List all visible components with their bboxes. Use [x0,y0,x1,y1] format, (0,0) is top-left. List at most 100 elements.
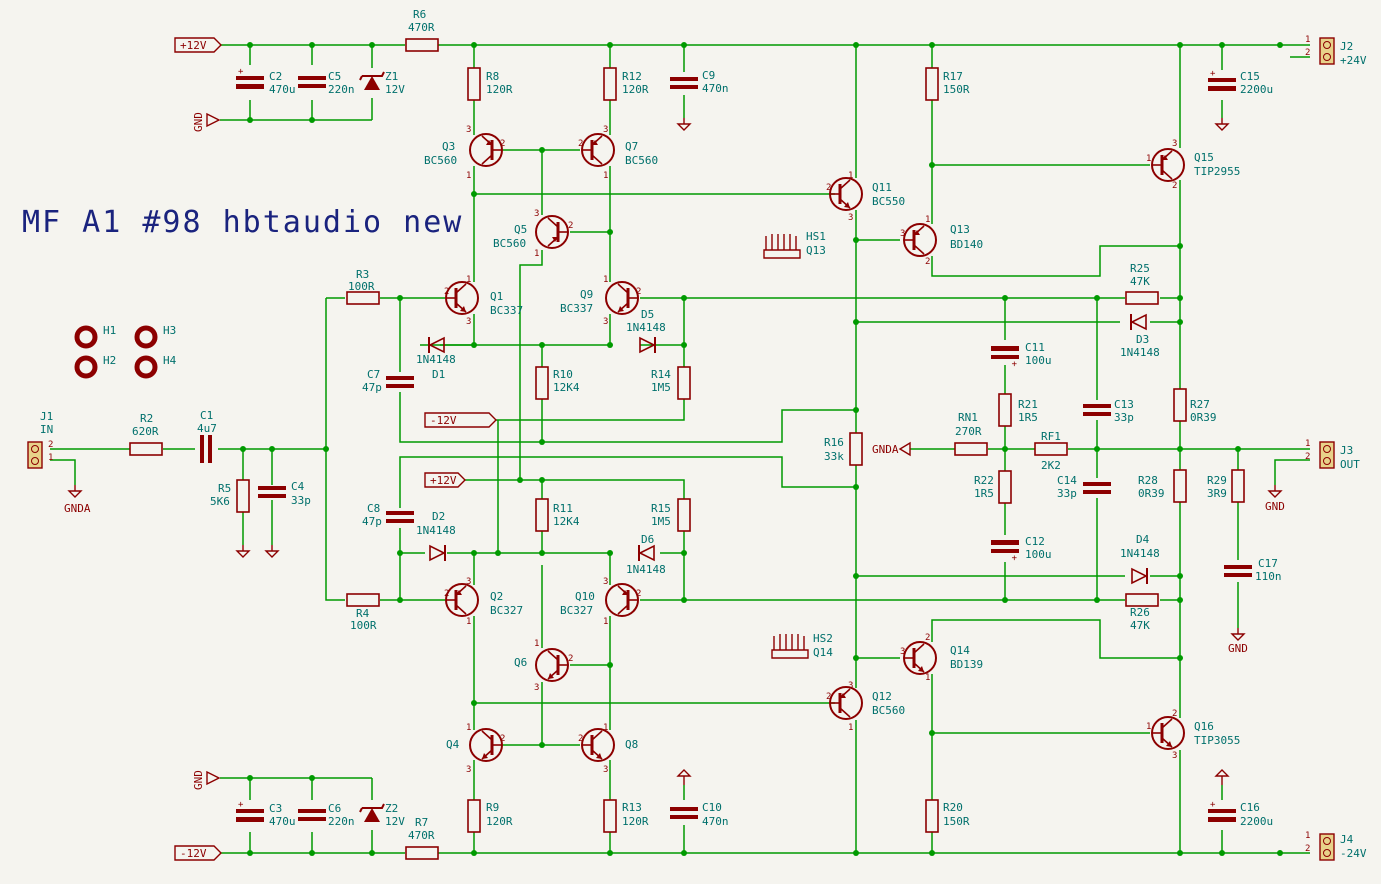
svg-text:100R: 100R [350,619,377,632]
svg-text:C1: C1 [200,409,213,422]
svg-text:120R: 120R [622,815,649,828]
svg-text:1N4148: 1N4148 [1120,346,1160,359]
svg-text:R3: R3 [356,268,369,281]
junction-dot [471,191,477,197]
svg-text:2: 2 [500,734,505,744]
junctions [240,42,1283,856]
junction-dot [853,237,859,243]
junction-dot [1002,295,1008,301]
svg-text:3: 3 [603,577,608,587]
mounting-hole-h2: H2 [74,354,116,379]
svg-text:100u: 100u [1025,354,1052,367]
junction-dot [309,775,315,781]
transistor-q6: Q6 132 [514,639,573,693]
svg-text:2: 2 [1305,844,1310,854]
svg-text:C11: C11 [1025,341,1045,354]
junction-dot [471,550,477,556]
svg-text:1: 1 [466,723,471,733]
svg-text:D6: D6 [641,533,654,546]
svg-text:120R: 120R [486,83,513,96]
svg-text:C5: C5 [328,70,341,83]
connector-j4: J4 -24V 12 [1305,831,1367,861]
svg-text:470u: 470u [269,815,296,828]
svg-text:1: 1 [603,723,608,733]
svg-text:270R: 270R [955,425,982,438]
svg-text:Q1: Q1 [490,290,503,303]
svg-text:J1: J1 [40,410,53,423]
power-label-m12-bottom: -12V [174,845,222,861]
gnd-symbol-c4 [265,544,279,558]
junction-dot [929,162,935,168]
svg-text:GND: GND [192,770,205,790]
svg-text:2: 2 [444,589,449,599]
junction-dot [397,550,403,556]
svg-text:-24V: -24V [1340,847,1367,860]
svg-text:47K: 47K [1130,275,1150,288]
gnd-symbol-c10 [676,769,692,785]
svg-text:C3: C3 [269,802,282,815]
svg-text:1: 1 [466,171,471,181]
schematic-title: MF A1 #98 hbtaudio new [22,205,463,240]
svg-text:R9: R9 [486,801,499,814]
svg-text:2: 2 [636,287,641,297]
svg-text:2: 2 [444,287,449,297]
svg-text:C9: C9 [702,69,715,82]
svg-text:D2: D2 [432,510,445,523]
svg-text:GND: GND [192,112,205,132]
junction-dot [539,439,545,445]
svg-text:C17: C17 [1258,557,1278,570]
junction-dot [539,742,545,748]
svg-text:TIP2955: TIP2955 [1194,165,1240,178]
svg-text:620R: 620R [132,425,159,438]
svg-text:1M5: 1M5 [651,381,671,394]
svg-text:Q10: Q10 [575,590,595,603]
svg-text:BC560: BC560 [625,154,658,167]
svg-text:R13: R13 [622,801,642,814]
junction-dot [853,655,859,661]
junction-dot [929,730,935,736]
svg-text:2: 2 [1172,709,1177,719]
svg-text:Q9: Q9 [580,288,593,301]
junction-dot [853,850,859,856]
svg-text:C13: C13 [1114,398,1134,411]
svg-text:R20: R20 [943,801,963,814]
junction-dot [1177,446,1183,452]
junction-dot [1219,850,1225,856]
gnd-symbol-r5 [236,544,250,558]
junction-dot [539,477,545,483]
svg-text:12V: 12V [385,815,405,828]
junction-dot [1177,42,1183,48]
svg-text:C10: C10 [702,801,722,814]
svg-text:2: 2 [925,633,930,643]
junction-dot [929,42,935,48]
junction-dot [1002,446,1008,452]
junction-dot [853,573,859,579]
svg-text:100R: 100R [348,280,375,293]
svg-text:C16: C16 [1240,801,1260,814]
svg-text:GNDA: GNDA [872,443,899,456]
svg-text:BD139: BD139 [950,658,983,671]
junction-dot [397,597,403,603]
heatsink-hs2: HS2 Q14 [771,632,833,659]
svg-text:1: 1 [1146,722,1151,732]
svg-text:GND: GND [1265,500,1285,513]
svg-text:C12: C12 [1025,535,1045,548]
svg-text:470R: 470R [408,829,435,842]
svg-text:Q5: Q5 [514,223,527,236]
svg-text:120R: 120R [486,815,513,828]
